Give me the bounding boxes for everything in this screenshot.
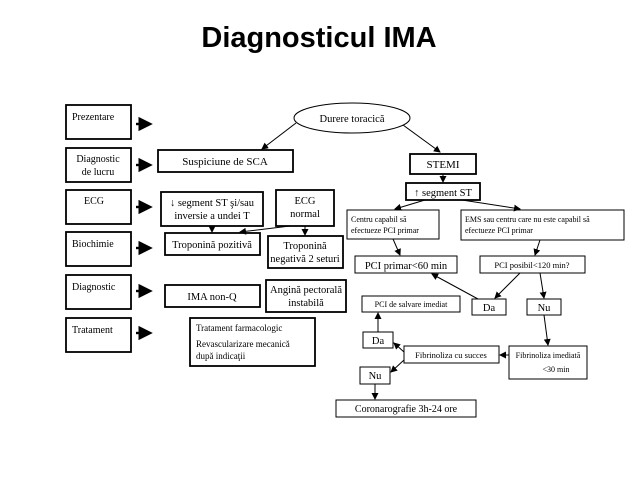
node-segment-st-up-label: ↑ segment ST <box>414 188 472 199</box>
node-fibrinoliza-imediata: Fibrinoliza imediată <30 min <box>508 345 588 380</box>
row-ecg: ECG <box>65 189 132 225</box>
node-suspiciune-sca-label: Suspiciune de SCA <box>182 156 268 168</box>
node-da-pci-posibil: Da <box>471 298 507 316</box>
node-tratament-label-3: după indicaţii <box>196 351 246 361</box>
node-troponina-pozitiva: Troponină pozitivă <box>164 232 261 256</box>
node-pci-salvare-label: PCI de salvare imediat <box>375 300 448 309</box>
node-ems-label-1: EMS sau centru care nu este capabil să <box>465 215 590 224</box>
connectors <box>208 122 551 400</box>
node-nu-pci-posibil: Nu <box>526 298 562 316</box>
node-angina-instabila: Angină pectorală instabilă <box>265 279 347 313</box>
node-da-fibrinoliza: Da <box>362 331 394 349</box>
node-troponina-negativa-label-1: Troponină <box>283 241 327 252</box>
node-durere-toracica: Durere toracică <box>293 102 411 134</box>
node-troponina-pozitiva-label: Troponină pozitivă <box>172 240 252 251</box>
node-pci-salvare: PCI de salvare imediat <box>361 295 461 313</box>
node-centru-capabil-label-1: Centru capabil să <box>351 215 407 224</box>
node-ems: EMS sau centru care nu este capabil să e… <box>460 209 625 241</box>
node-coronarografie-label: Coronarografie 3h-24 ore <box>355 404 458 415</box>
node-fibrinoliza-imediata-label-1: Fibrinoliza imediată <box>516 351 581 360</box>
node-nu-fibrinoliza-label: Nu <box>369 371 383 382</box>
node-fibrinoliza-succes: Fibrinoliza cu succes <box>403 345 500 364</box>
node-angina-instabila-label-2: instabilă <box>288 298 324 309</box>
node-ima-non-q-label: IMA non-Q <box>187 292 237 303</box>
row-diagnostic-lucru-label-1: Diagnostic <box>76 154 120 165</box>
node-tratament-label-1: Tratament farmacologic <box>196 323 282 333</box>
node-segment-st-down: ↓ segment ST şi/sau inversie a undei T <box>160 191 264 227</box>
node-angina-instabila-label-1: Angină pectorală <box>270 285 342 296</box>
row-arrows <box>136 116 153 341</box>
row-biochimie: Biochimie <box>65 231 132 267</box>
row-tratament: Tratament <box>65 317 132 353</box>
node-suspiciune-sca: Suspiciune de SCA <box>157 149 294 173</box>
row-ecg-label: ECG <box>84 196 104 207</box>
row-diagnostic-label: Diagnostic <box>72 282 116 293</box>
node-pci-primar: PCI primar<60 min <box>354 255 458 274</box>
node-coronarografie: Coronarografie 3h-24 ore <box>335 399 477 418</box>
node-centru-capabil: Centru capabil să efectueze PCI primar <box>346 209 440 240</box>
node-pci-primar-label: PCI primar<60 min <box>365 261 448 272</box>
node-fibrinoliza-succes-label: Fibrinoliza cu succes <box>415 350 487 360</box>
row-diagnostic: Diagnostic <box>65 274 132 310</box>
row-prezentare: Prezentare <box>65 104 132 140</box>
node-stemi: STEMI <box>409 153 477 175</box>
node-segment-st-down-label-1: ↓ segment ST şi/sau <box>170 198 255 209</box>
row-diagnostic-lucru: Diagnostic de lucru <box>65 147 132 183</box>
node-ecg-normal: ECG normal <box>275 189 335 227</box>
node-da-pci-posibil-label: Da <box>483 303 496 314</box>
slide-title: Diagnosticul IMA <box>201 22 437 54</box>
node-nu-fibrinoliza: Nu <box>359 366 391 385</box>
node-centru-capabil-label-2: efectueze PCI primar <box>351 226 419 235</box>
node-ems-label-2: efectueze PCI primar <box>465 226 533 235</box>
node-da-fibrinoliza-label: Da <box>372 336 385 347</box>
node-ima-non-q: IMA non-Q <box>164 284 261 308</box>
node-ecg-normal-label-1: ECG <box>295 196 316 207</box>
node-pci-posibil-label: PCI posibil<120 min? <box>494 260 569 270</box>
node-segment-st-up: ↑ segment ST <box>405 182 481 201</box>
node-stemi-label: STEMI <box>427 159 460 171</box>
row-diagnostic-lucru-label-2: de lucru <box>82 167 115 178</box>
row-biochimie-label: Biochimie <box>72 239 114 250</box>
node-nu-pci-posibil-label: Nu <box>538 303 552 314</box>
row-tratament-label: Tratament <box>72 325 113 336</box>
node-ecg-normal-label-2: normal <box>290 209 320 220</box>
node-troponina-negativa: Troponină negativă 2 seturi <box>267 235 344 269</box>
node-tratament: Tratament farmacologic Revascularizare m… <box>189 317 316 367</box>
node-pci-posibil: PCI posibil<120 min? <box>479 255 586 274</box>
node-segment-st-down-label-2: inversie a undei T <box>174 211 250 222</box>
node-troponina-negativa-label-2: negativă 2 seturi <box>270 254 339 265</box>
row-prezentare-label: Prezentare <box>72 112 115 123</box>
node-fibrinoliza-imediata-label-2: <30 min <box>543 365 570 374</box>
node-tratament-label-2: Revascularizare mecanică <box>196 339 290 349</box>
node-durere-toracica-label: Durere toracică <box>320 114 385 125</box>
